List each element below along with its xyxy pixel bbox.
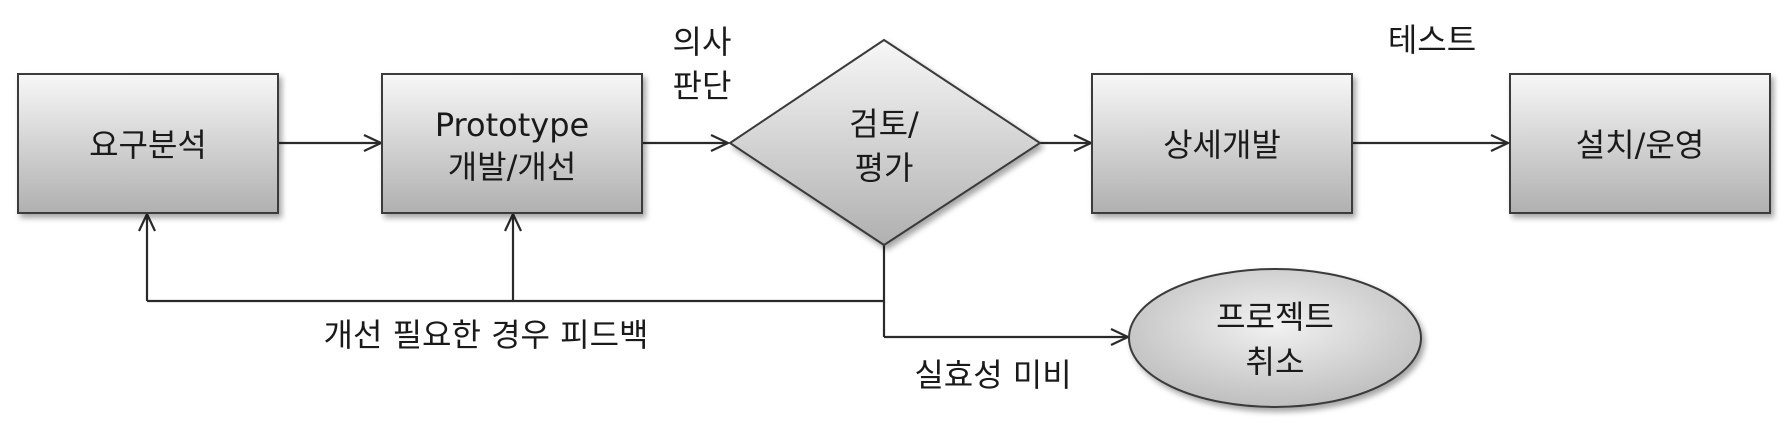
node-cancel: 프로젝트 취소 xyxy=(1128,268,1422,408)
edges xyxy=(147,143,1508,337)
node-cancel-label-line1: 프로젝트 xyxy=(1216,298,1334,336)
edge-label-decision-line2: 판단 xyxy=(673,67,732,105)
edge-label-insufficient: 실효성 미비 xyxy=(914,356,1071,394)
node-cancel-label-line2: 취소 xyxy=(1246,343,1305,381)
node-install: 설치/운영 xyxy=(1509,73,1771,214)
node-install-label: 설치/운영 xyxy=(1576,126,1705,164)
node-prototype-label-line1: Prototype xyxy=(435,106,589,144)
node-review-label-line1: 검토/ xyxy=(849,105,919,143)
node-review: 검토/ 평가 xyxy=(728,38,1042,247)
edge-label-feedback: 개선 필요한 경우 피드백 xyxy=(324,316,649,354)
node-detail-dev-label: 상세개발 xyxy=(1163,126,1281,164)
node-detail-dev: 상세개발 xyxy=(1091,73,1353,214)
node-prototype: Prototype 개발/개선 xyxy=(381,73,643,214)
edge-labels: 의사 판단 테스트 개선 필요한 경우 피드백 실효성 미비 xyxy=(324,21,1477,394)
node-prototype-label-line2: 개발/개선 xyxy=(448,148,577,186)
edge-label-decision-line1: 의사 xyxy=(673,23,732,61)
node-requirements-label: 요구분석 xyxy=(89,126,207,164)
node-requirements: 요구분석 xyxy=(17,73,279,214)
edge-label-test: 테스트 xyxy=(1388,21,1476,59)
node-review-label-line2: 평가 xyxy=(855,149,914,187)
